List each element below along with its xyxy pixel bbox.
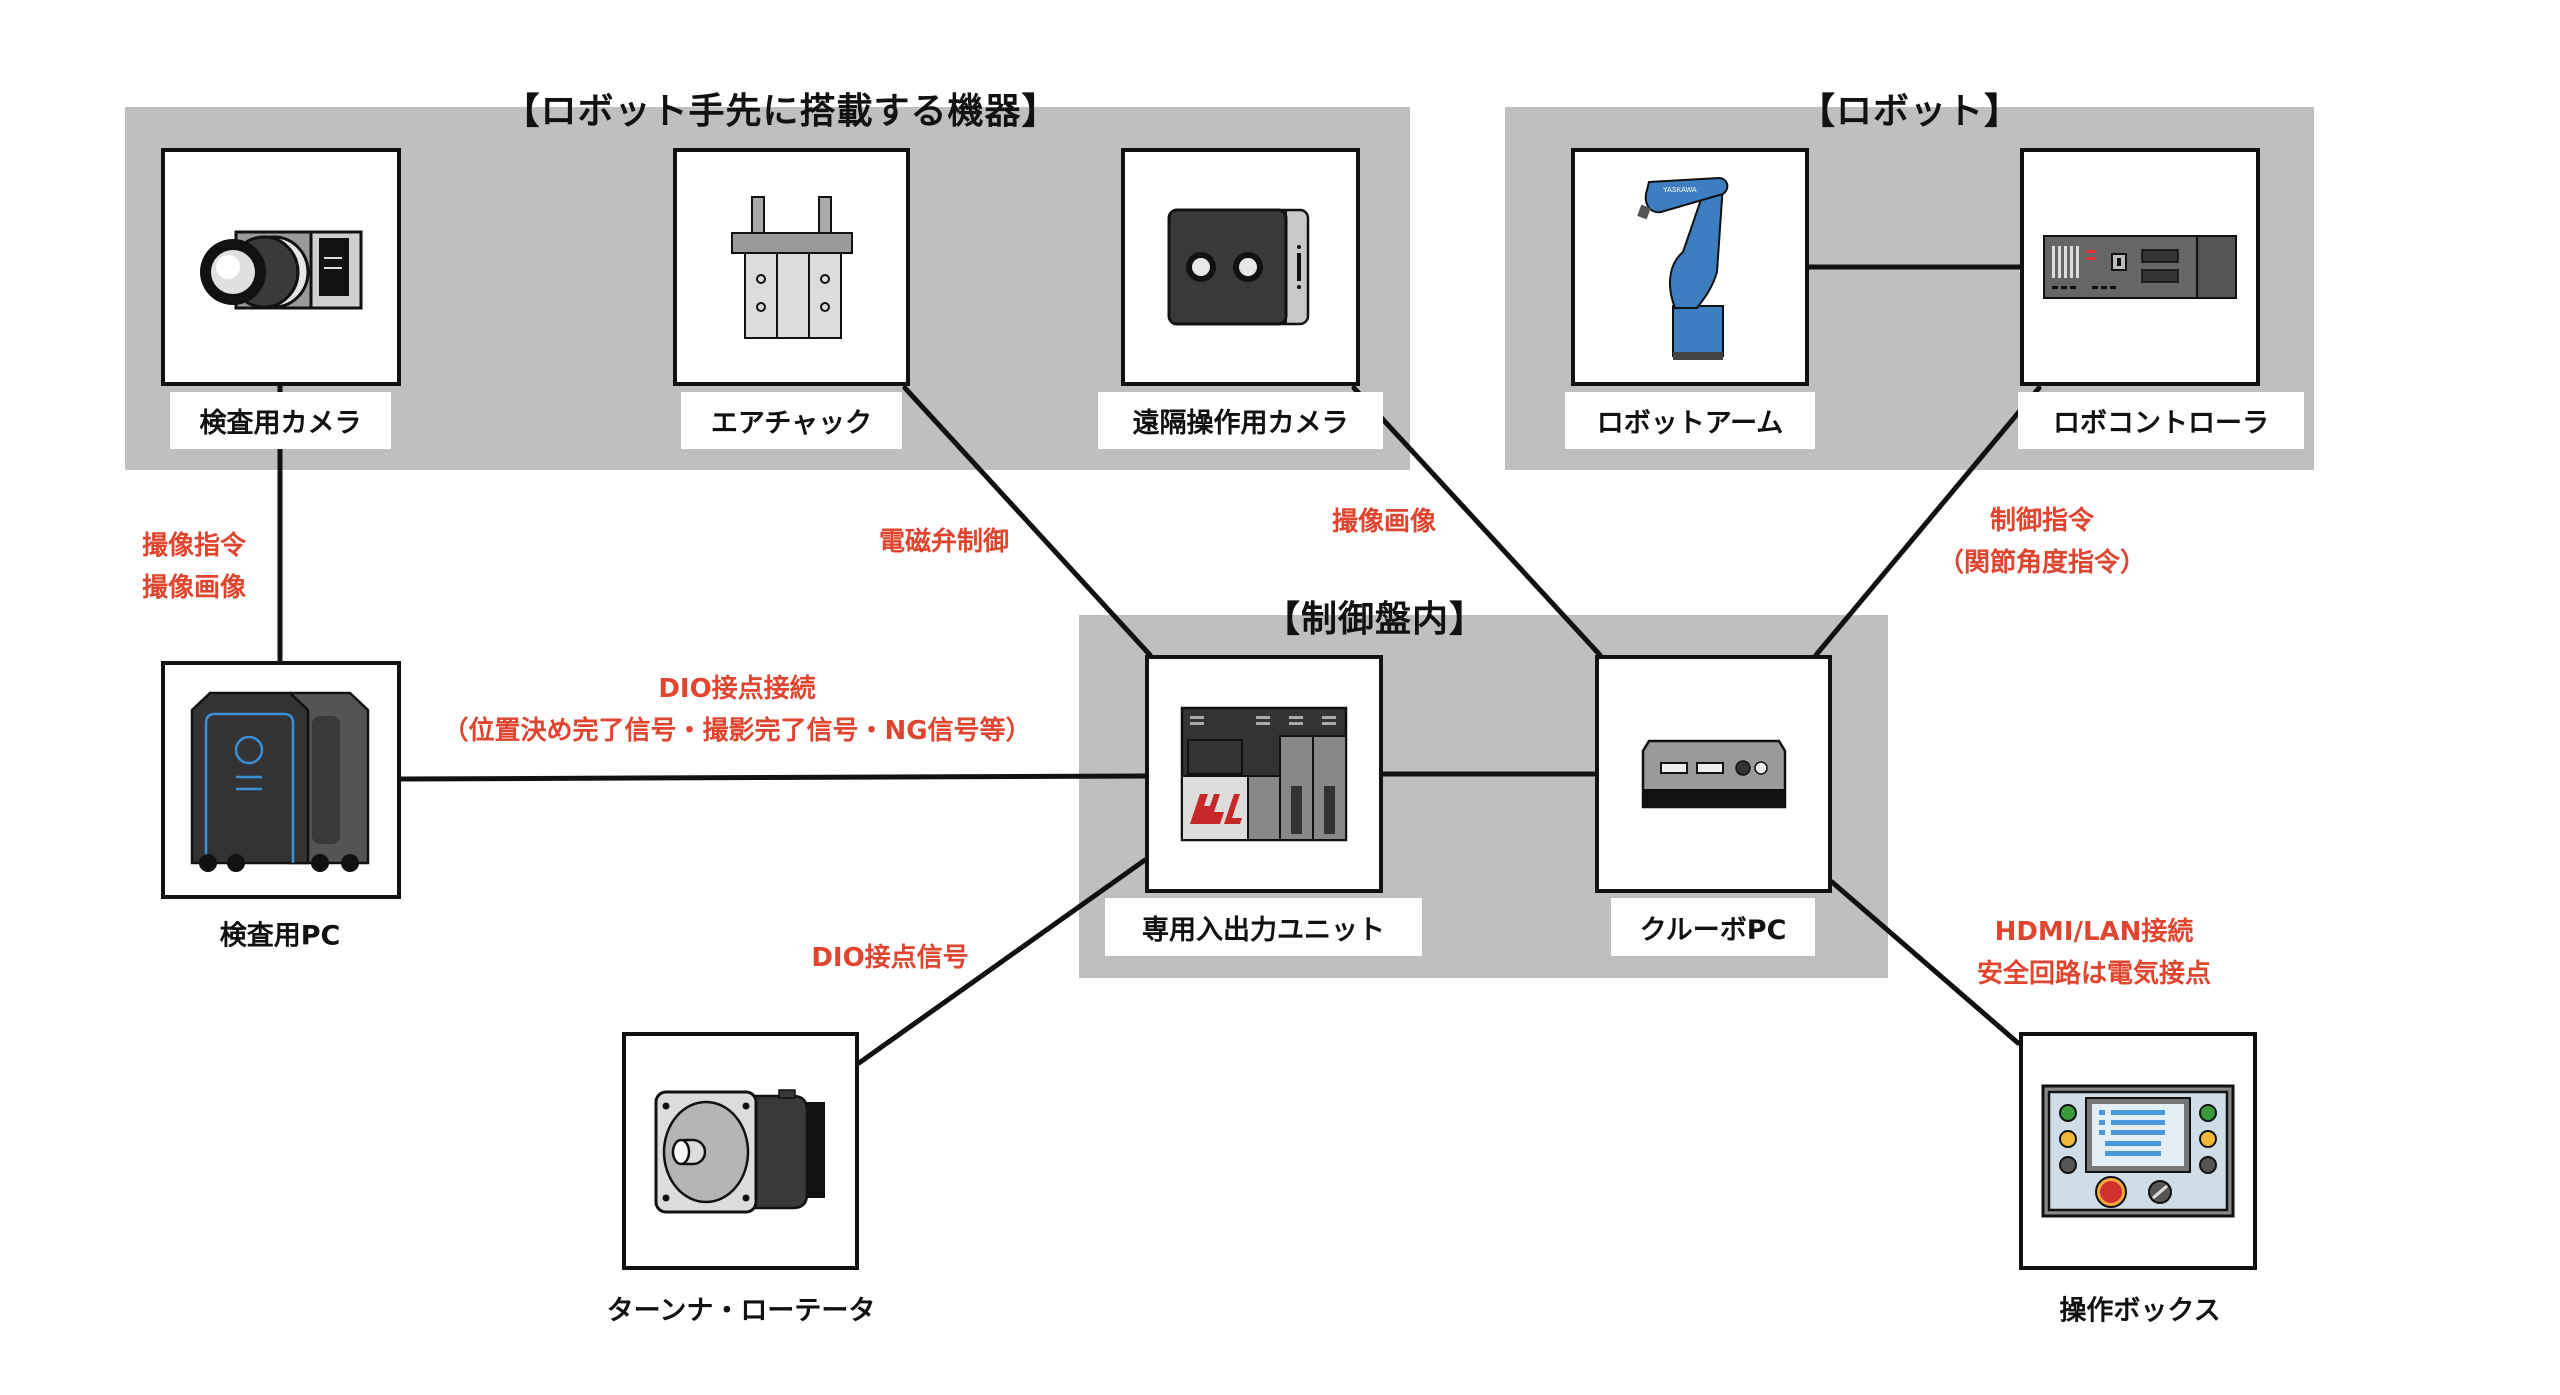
node-inspection-pc[interactable]: [161, 661, 401, 899]
edge-label-pc-io: DIO接点接続 （位置決め完了信号・撮影完了信号・NG信号等）: [442, 668, 1031, 752]
edge-label-line: （位置決め完了信号・撮影完了信号・NG信号等）: [442, 716, 1032, 746]
edge-airchuck-to-io: [902, 385, 1153, 658]
pc-tower-icon: [190, 691, 370, 872]
camera-icon: [200, 230, 363, 310]
label-robot-arm: ロボットアーム: [1565, 392, 1815, 449]
group-title-robot: 【ロボット】: [1798, 91, 2022, 132]
edge-label-airchuck-io: 電磁弁制御: [879, 521, 1009, 563]
gripper-icon: [730, 196, 853, 339]
edge-kuruboh-to-opbox: [1829, 879, 2021, 1046]
label-turntable: ターンナ・ローテータ: [606, 1295, 876, 1327]
edge-label-line: 安全回路は電気接点: [1976, 959, 2212, 989]
node-robot-controller[interactable]: [2020, 148, 2260, 386]
edge-label-line: 撮像画像: [141, 573, 247, 603]
label-operation-box: 操作ボックス: [2059, 1295, 2221, 1327]
label-robot-controller: ロボコントローラ: [2018, 392, 2304, 449]
node-air-chuck[interactable]: [673, 148, 910, 386]
edge-label-kuruboh-opbox: HDMI/LAN接続 安全回路は電気接点: [1977, 911, 2211, 995]
label-kuruboh-pc: クルーボPC: [1611, 898, 1815, 956]
edge-label-line: 制御指令: [1989, 506, 2095, 536]
node-operation-box[interactable]: [2019, 1032, 2257, 1270]
mini-pc-icon: [1641, 739, 1786, 809]
edge-label-controller-kuruboh: 制御指令 （関節角度指令）: [1938, 500, 2146, 584]
edge-label-remotecam-kuruboh: 撮像画像: [1332, 501, 1436, 543]
edge-label-turntable-io: DIO接点信号: [811, 937, 968, 979]
node-inspection-camera[interactable]: [161, 148, 401, 386]
node-remote-camera[interactable]: [1121, 148, 1360, 386]
group-title-control-panel: 【制御盤内】: [1263, 599, 1487, 640]
edge-label-line: 撮像指令: [141, 531, 247, 561]
edge-label-line: HDMI/LAN接続: [1994, 917, 2194, 947]
plc-icon: [1180, 706, 1348, 842]
edge-pc-to-io: [398, 773, 1148, 782]
node-turntable[interactable]: [622, 1032, 859, 1270]
edge-label-line: 撮像画像: [1331, 507, 1437, 537]
edge-label-camera-pc: 撮像指令 撮像画像: [142, 525, 246, 609]
edge-label-line: DIO接点接続: [658, 674, 816, 704]
edge-controller-to-kuruboh: [1813, 385, 2042, 658]
group-title-end-effector: 【ロボット手先に搭載する機器】: [503, 91, 1059, 132]
node-io-unit[interactable]: [1145, 655, 1383, 893]
label-inspection-pc: 検査用PC: [219, 920, 341, 952]
control-box-icon: [2041, 1084, 2235, 1218]
node-robot-arm[interactable]: YASKAWA: [1571, 148, 1809, 386]
edge-turntable-to-io: [856, 857, 1148, 1066]
edge-remotecam-to-kuruboh: [1351, 385, 1603, 658]
controller-icon: [2043, 235, 2237, 299]
label-io-unit: 専用入出力ユニット: [1105, 898, 1422, 956]
label-inspection-camera: 検査用カメラ: [170, 392, 391, 449]
label-air-chuck: エアチャック: [681, 392, 902, 449]
node-kuruboh-pc[interactable]: [1595, 655, 1832, 893]
stereo-camera-icon: [1167, 208, 1309, 326]
edge-label-line: DIO接点信号: [811, 943, 969, 973]
robot-brand: YASKAWA: [1663, 187, 1697, 194]
robot-arm-icon: YASKAWA: [1637, 176, 1729, 360]
motor-icon: [654, 1089, 825, 1214]
edge-label-line: （関節角度指令）: [1937, 548, 2147, 578]
label-remote-camera: 遠隔操作用カメラ: [1098, 392, 1383, 449]
edge-label-line: 電磁弁制御: [878, 527, 1010, 557]
